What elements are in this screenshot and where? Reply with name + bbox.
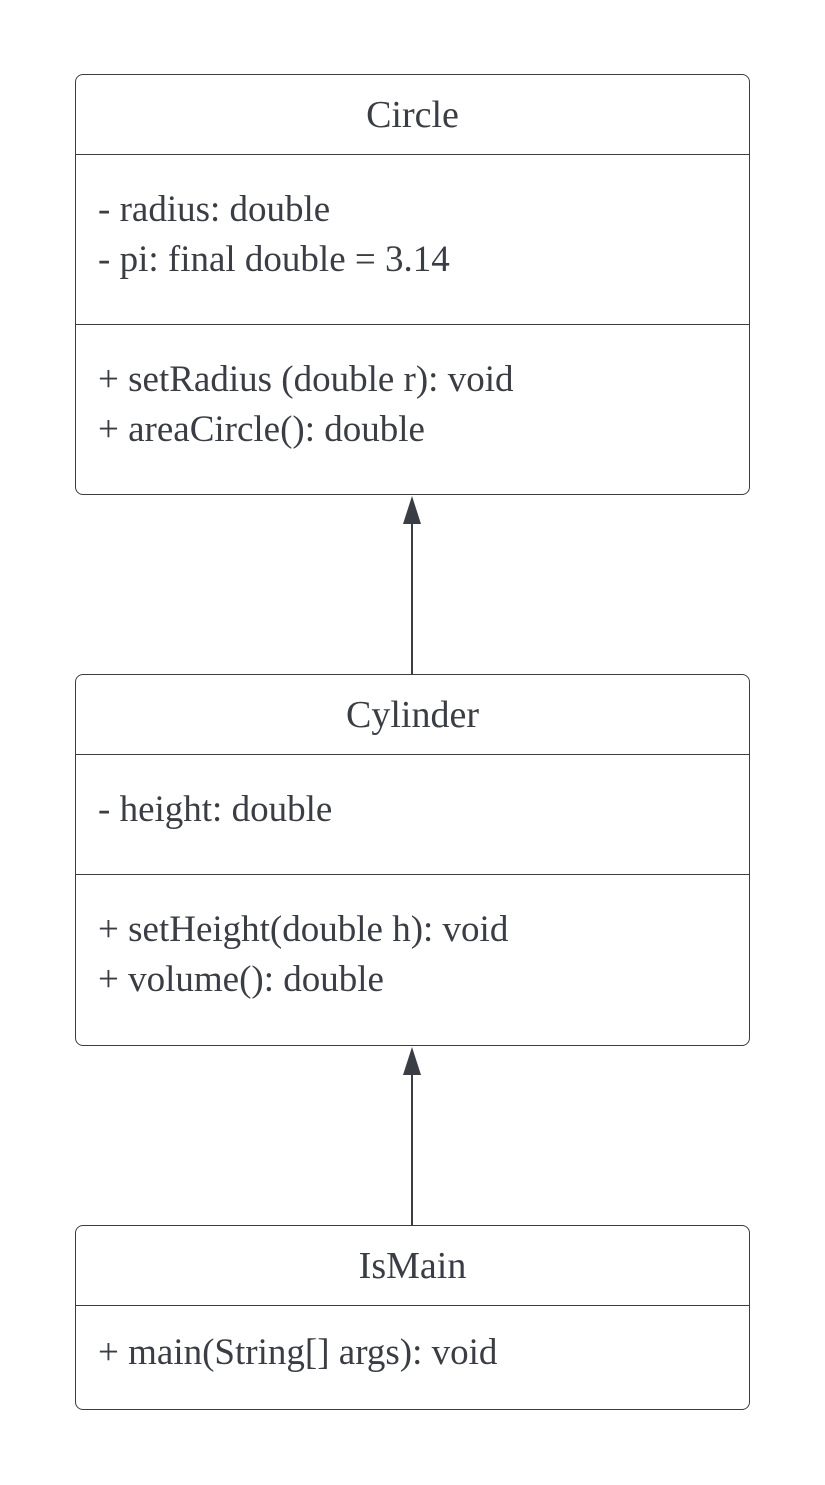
class-ismain[interactable]: IsMain + main(String[] args): void: [75, 1225, 750, 1410]
inheritance-ismain-to-cylinder[interactable]: [403, 1047, 421, 1225]
operation: + setHeight(double h): void: [98, 909, 509, 950]
operation: + main(String[] args): void: [98, 1332, 498, 1373]
class-name: Cylinder: [76, 675, 749, 755]
class-cylinder[interactable]: Cylinder - height: double + setHeight(do…: [75, 674, 750, 1046]
attribute: - pi: final double = 3.14: [98, 239, 450, 280]
operations-compartment: + setRadius (double r): void + areaCircl…: [76, 325, 749, 494]
attributes-compartment: - height: double: [76, 755, 749, 875]
operation: + setRadius (double r): void: [98, 359, 514, 400]
operations-compartment: + main(String[] args): void: [76, 1306, 749, 1409]
operation: + volume(): double: [98, 959, 384, 1000]
attribute: - height: double: [98, 789, 333, 830]
attribute: - radius: double: [98, 189, 331, 230]
operation: + areaCircle(): double: [98, 409, 425, 450]
arrowhead-icon: [403, 496, 421, 524]
inheritance-cylinder-to-circle[interactable]: [403, 496, 421, 674]
arrowhead-icon: [403, 1047, 421, 1075]
operations-compartment: + setHeight(double h): void + volume(): …: [76, 875, 749, 1045]
class-name: IsMain: [76, 1226, 749, 1306]
attributes-compartment: - radius: double - pi: final double = 3.…: [76, 155, 749, 325]
class-circle[interactable]: Circle - radius: double - pi: final doub…: [75, 74, 750, 495]
class-name: Circle: [76, 75, 749, 155]
